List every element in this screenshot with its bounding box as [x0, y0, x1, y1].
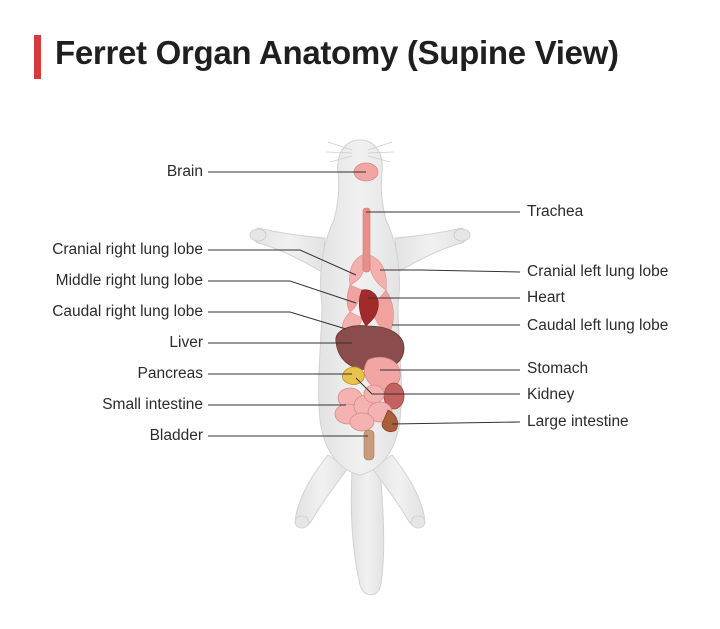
- label-pancreas: Pancreas: [137, 365, 203, 382]
- label-small-intestine: Small intestine: [102, 396, 203, 413]
- ferret-tail: [350, 469, 385, 596]
- ferret-hind-leg-left: [295, 454, 349, 527]
- label-liver: Liver: [169, 334, 203, 351]
- heart-organ: [358, 289, 379, 327]
- large-intestine-organ: [381, 409, 398, 432]
- organs: [334, 162, 405, 461]
- label-caudal-left-lung: Caudal left lung lobe: [527, 317, 669, 334]
- leader-lines: [208, 171, 521, 437]
- label-large-intestine: Large intestine: [527, 413, 629, 430]
- ferret-whiskers: [325, 141, 395, 163]
- ferret-paws: [249, 228, 471, 529]
- label-cranial-right-lung: Cranial right lung lobe: [52, 241, 203, 258]
- title-accent-bar: [34, 35, 41, 79]
- leader-cranial-left-lung: [380, 269, 521, 273]
- leader-large-intestine: [391, 421, 521, 425]
- leader-kidney: [355, 377, 520, 395]
- label-stomach: Stomach: [527, 360, 589, 377]
- label-kidney: Kidney: [527, 386, 575, 403]
- label-middle-right-lung: Middle right lung lobe: [55, 272, 203, 289]
- page-title: Ferret Organ Anatomy (Supine View): [55, 34, 619, 71]
- label-brain: Brain: [166, 163, 203, 180]
- label-bladder: Bladder: [149, 427, 203, 444]
- trachea-organ: [362, 207, 371, 273]
- bladder-organ: [363, 429, 375, 461]
- label-cranial-left-lung: Cranial left lung lobe: [527, 263, 669, 280]
- label-trachea: Trachea: [527, 203, 584, 220]
- leader-caudal-right-lung: [208, 311, 347, 330]
- leader-cranial-right-lung: [208, 249, 357, 276]
- label-caudal-right-lung: Caudal right lung lobe: [52, 303, 203, 320]
- label-heart: Heart: [527, 289, 565, 306]
- leader-middle-right-lung: [208, 280, 357, 304]
